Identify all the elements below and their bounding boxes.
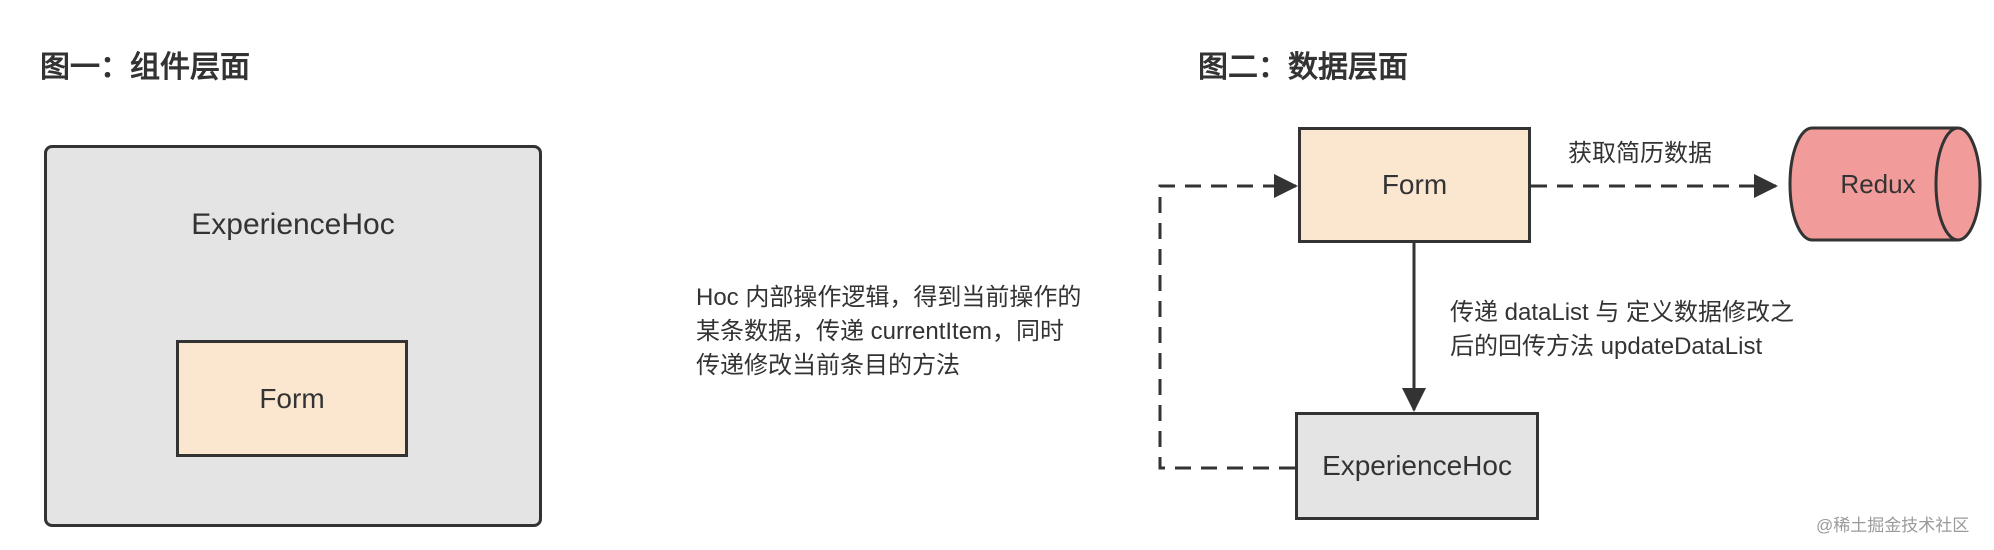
experiencehoc-node-label: ExperienceHoc (1322, 450, 1512, 481)
watermark: @稀土掘金技术社区 (1816, 516, 1970, 535)
edge-label-hoc-line-2: 某条数据，传递 currentItem，同时 (696, 318, 1065, 345)
figure1-title: 图一：组件层面 (40, 51, 250, 84)
experiencehoc-node: ExperienceHoc (1295, 412, 1539, 520)
edge-label-pass-line-2: 后的回传方法 updateDataList (1450, 333, 1763, 360)
redux-node-label: Redux (1840, 168, 1916, 199)
experiencehoc-container-label: ExperienceHoc (191, 208, 395, 241)
edge-label-pass-datalist: 传递 dataList 与 定义数据修改之 后的回传方法 updateDataL… (1450, 296, 1794, 364)
arrow-hoc-to-form (1158, 174, 1298, 470)
form-node: Form (1298, 127, 1531, 243)
form-inner-label: Form (259, 382, 325, 414)
edge-label-hoc-line-3: 传递修改当前条目的方法 (696, 352, 960, 379)
edge-label-pass-line-1: 传递 dataList 与 定义数据修改之 (1450, 299, 1795, 326)
edge-label-hoc-logic: Hoc 内部操作逻辑，得到当前操作的 某条数据，传递 currentItem，同… (696, 281, 1081, 383)
figure2-title: 图二：数据层面 (1198, 51, 1408, 84)
edge-label-hoc-line-1: Hoc 内部操作逻辑，得到当前操作的 (696, 284, 1082, 311)
form-inner-box: Form (176, 340, 408, 457)
redux-node: Redux (1800, 128, 1956, 240)
form-node-label: Form (1381, 169, 1448, 200)
experiencehoc-container: ExperienceHoc (44, 145, 542, 527)
redux-cylinder (1788, 126, 1982, 242)
edge-label-get-resume: 获取简历数据 (1568, 140, 1712, 167)
